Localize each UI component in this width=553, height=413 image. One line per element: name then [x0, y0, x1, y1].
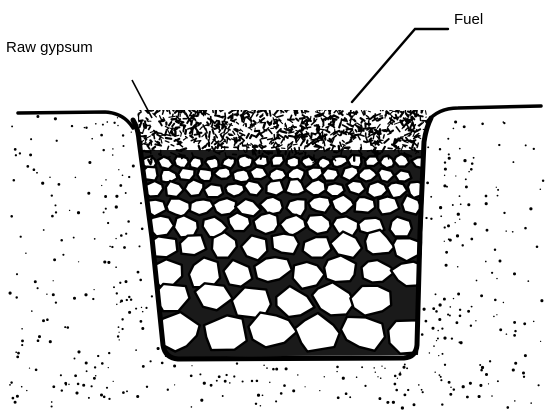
raw-gypsum-label: Raw gypsum — [6, 39, 93, 56]
raw-gypsum-leader-line — [132, 80, 152, 118]
fuel-label: Fuel — [454, 11, 483, 28]
fuel-leader-line — [352, 29, 448, 102]
raw-gypsum-stones — [137, 150, 431, 360]
ground-surface-line — [427, 106, 541, 122]
ground-surface-line — [18, 112, 133, 128]
